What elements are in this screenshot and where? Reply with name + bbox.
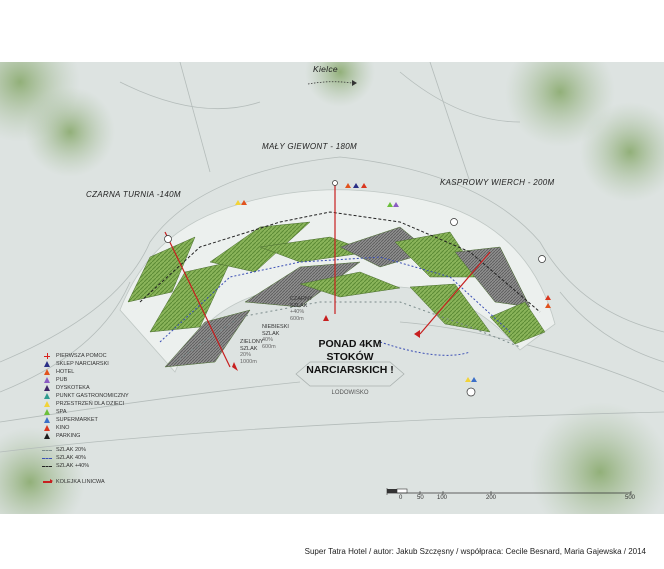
trail-name: NIEBIESKI SZLAK — [262, 324, 289, 337]
lift-arrows — [232, 315, 420, 371]
legend-item-label: PRZESTRZEŃ DLA DZIECI — [56, 401, 125, 407]
legend-line-label: SZLAK 40% — [56, 455, 86, 461]
scale-tick: 200 — [486, 495, 497, 501]
trail-length: 600m — [262, 343, 276, 350]
legend-item-label: PUNKT GASTRONOMICZNY — [56, 393, 129, 399]
map-legend: PIERWSZA POMOC SKLEP NARCIARSKI HOTEL PUB DY… — [42, 352, 172, 486]
legend-item-label: SKLEP NARCIARSKI — [56, 361, 109, 367]
trail-grade: +40% — [290, 309, 305, 315]
trail-grade: 40% — [262, 337, 274, 343]
triangle-marker-icon — [42, 361, 52, 367]
rink-label: LODOWISKO — [331, 390, 369, 396]
legend-lift-label: KOLEJKA LINICWA — [56, 479, 105, 485]
ice-rink — [295, 361, 405, 387]
trail-label-black: CZARNY SZLAK +40% 600m — [290, 296, 313, 322]
triangle-marker-icon — [42, 425, 52, 431]
triangle-marker-icon — [42, 417, 52, 423]
legend-item-label: PIERWSZA POMOC — [56, 353, 107, 359]
triangle-marker-icon — [42, 385, 52, 391]
triangle-marker-icon — [42, 409, 52, 415]
first-aid-icon — [42, 353, 52, 359]
amenity-markers — [164, 180, 551, 397]
dashed-line-icon — [42, 455, 52, 461]
peak-kasprowy-wierch: KASPROWY WIERCH - 200M — [440, 178, 555, 187]
triangle-marker-icon — [42, 433, 52, 439]
legend-item-label: PARKING — [56, 433, 81, 439]
trail-lines — [139, 211, 541, 363]
legend-line-label: SZLAK +40% — [56, 463, 90, 469]
trail-label-blue: NIEBIESKI SZLAK 40% 600m — [262, 324, 289, 350]
legend-item: PIERWSZA POMOC — [42, 352, 172, 360]
trail-label-green: ZIELONY SZLAK 20% 1000m — [240, 339, 264, 365]
scale-tick: 100 — [437, 495, 448, 501]
triangle-marker-icon — [42, 377, 52, 383]
peak-maly-giewont: MAŁY GIEWONT - 180M — [262, 142, 357, 151]
legend-line-item: SZLAK 40% — [42, 454, 172, 462]
legend-item-label: DYSKOTEKA — [56, 385, 90, 391]
credit-line: Super Tatra Hotel / autor: Jakub Szczęsn… — [304, 547, 646, 556]
legend-line-item: SZLAK +40% — [42, 462, 172, 470]
legend-item: SKLEP NARCIARSKI — [42, 360, 172, 368]
trail-length: 1000m — [240, 358, 257, 365]
legend-item: PUB — [42, 376, 172, 384]
legend-item-label: KINO — [56, 425, 70, 431]
scale-bar: 0 50 100 200 500 — [385, 484, 645, 504]
legend-item: KINO — [42, 424, 172, 432]
legend-item-label: SUPERMARKET — [56, 417, 98, 423]
scale-bar-graphic — [386, 488, 632, 495]
dashed-line-icon — [42, 447, 52, 453]
trail-grade: 20% — [240, 352, 252, 358]
legend-item: SUPERMARKET — [42, 416, 172, 424]
legend-item: HOTEL — [42, 368, 172, 376]
site-map: Kielce MAŁY GIEWONT - 180M CZARNA TURNIA… — [0, 22, 664, 542]
direction-arrow — [307, 80, 357, 86]
dashed-line-icon — [42, 463, 52, 469]
lift-lines — [164, 184, 491, 368]
trail-length: 600m — [290, 315, 304, 322]
contour-lines — [0, 61, 664, 453]
legend-item-label: PUB — [56, 377, 68, 383]
scale-tick: 0 — [399, 495, 403, 501]
trail-name: ZIELONY SZLAK — [240, 339, 264, 352]
scale-tick: 50 — [417, 495, 424, 501]
forest-wedges — [127, 221, 546, 368]
legend-item: PRZESTRZEŃ DLA DZIECI — [42, 400, 172, 408]
scale-tick: 500 — [625, 495, 636, 501]
legend-line-item: SZLAK 20% — [42, 446, 172, 454]
peak-czarna-turnia: CZARNA TURNIA -140M — [86, 190, 181, 199]
legend-item: PUNKT GASTRONOMICZNY — [42, 392, 172, 400]
legend-item: PARKING — [42, 432, 172, 440]
headline: PONAD 4KM STOKÓW NARCIARSKICH ! — [306, 338, 394, 376]
trail-name: CZARNY SZLAK — [290, 296, 313, 309]
triangle-marker-icon — [42, 401, 52, 407]
direction-label: Kielce — [313, 64, 338, 74]
legend-item-label: HOTEL — [56, 369, 75, 375]
legend-lift: KOLEJKA LINICWA — [42, 478, 172, 486]
legend-item: DYSKOTEKA — [42, 384, 172, 392]
lift-arrow-icon — [42, 478, 53, 485]
triangle-marker-icon — [42, 369, 52, 375]
legend-line-label: SZLAK 20% — [56, 447, 86, 453]
legend-items: PIERWSZA POMOC SKLEP NARCIARSKI HOTEL PUB DY… — [42, 352, 172, 440]
legend-item: SPA — [42, 408, 172, 416]
legend-item-label: SPA — [56, 409, 67, 415]
triangle-marker-icon — [42, 393, 52, 399]
legend-lines: SZLAK 20% SZLAK 40% SZLAK +40% — [42, 446, 172, 470]
